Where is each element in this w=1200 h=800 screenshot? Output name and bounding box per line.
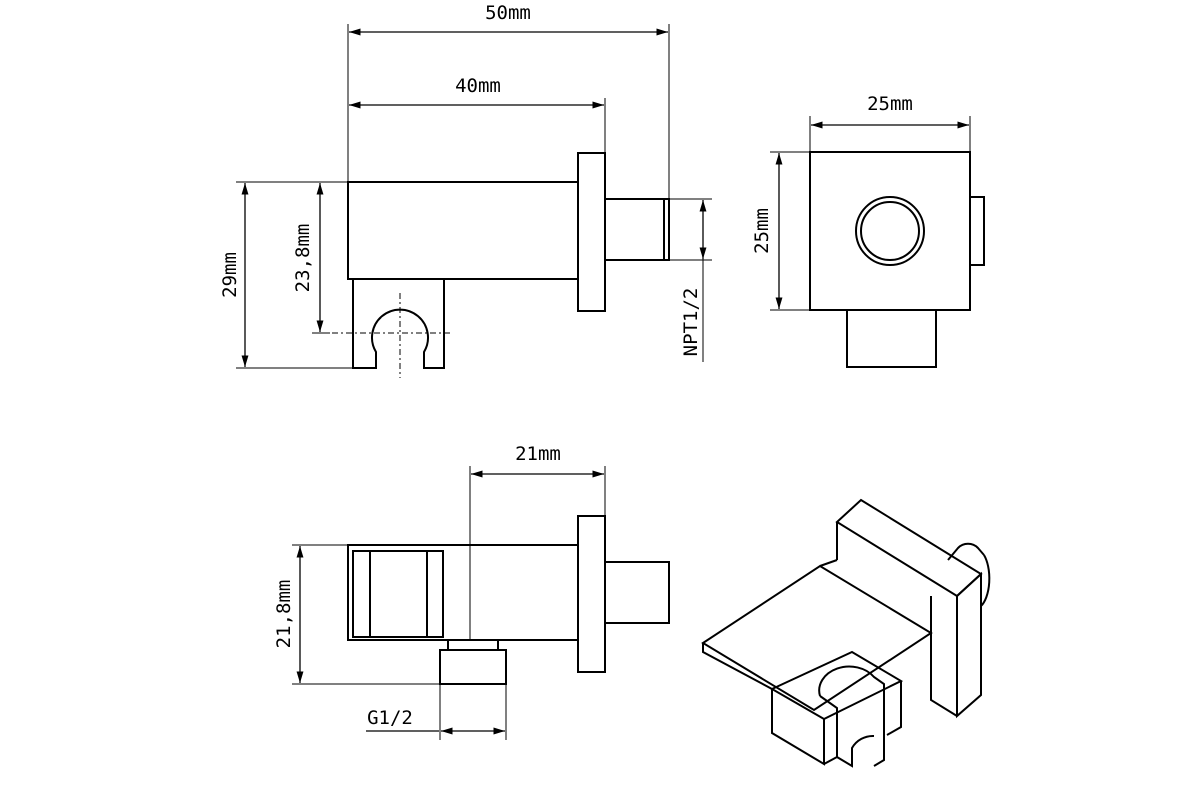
iso-holder-right [886, 681, 902, 736]
dimension-25mm-height: 25mm [751, 151, 810, 311]
front-body [347, 181, 579, 280]
bottom-outlet-ring [447, 639, 499, 651]
dimension-g12: G1/2 [366, 684, 507, 740]
dimension-25mm-width: 25mm [809, 93, 971, 152]
bottom-outlet-nut [439, 649, 507, 685]
side-body [809, 151, 971, 311]
side-holder [846, 309, 937, 368]
iso-holder-slot-inner [819, 695, 875, 768]
side-outlet-inner [860, 201, 920, 261]
bottom-pipe [604, 561, 670, 624]
side-outlet-outer [855, 196, 925, 266]
bottom-flange [577, 515, 606, 673]
dim-npt-label: NPT1/2 [680, 288, 702, 357]
bottom-holder-outer [352, 550, 444, 638]
iso-knob-rim [980, 554, 991, 607]
front-pipe [604, 198, 670, 261]
dimension-40mm: 40mm [349, 75, 606, 153]
dim-25w-label: 25mm [867, 93, 913, 115]
bottom-view [347, 515, 670, 685]
front-holder [352, 279, 445, 369]
dimension-npt: NPT1/2 [669, 198, 712, 362]
dim-25h-label: 25mm [751, 208, 773, 254]
dim-21-label: 21mm [515, 443, 561, 465]
dimension-50mm: 50mm [347, 2, 670, 199]
dimension-29mm: 29mm [219, 181, 353, 369]
dimension-21mm: 21mm [469, 443, 606, 640]
isometric-view [701, 498, 991, 768]
dim-21-8-label: 21,8mm [273, 580, 295, 649]
dim-50-label: 50mm [485, 2, 531, 24]
dim-23-8-label: 23,8mm [292, 224, 314, 293]
dim-40-label: 40mm [455, 75, 501, 97]
bottom-body [347, 544, 579, 641]
iso-body-top [701, 564, 933, 712]
iso-plate-front-edge [930, 596, 958, 717]
dim-29-label: 29mm [219, 252, 241, 298]
side-view [809, 151, 985, 368]
dimension-23-8mm: 23,8mm [292, 183, 330, 334]
front-flange [577, 152, 606, 312]
iso-knob-top [947, 542, 985, 561]
iso-holder-bottom [823, 756, 838, 765]
iso-body-back-edge [819, 559, 838, 567]
dimension-21-8mm: 21,8mm [273, 544, 440, 685]
iso-holder-front [771, 689, 825, 766]
iso-body-front-edge [702, 643, 773, 690]
dim-g-label: G1/2 [367, 707, 413, 729]
side-knob [969, 196, 985, 266]
iso-holder-slot [818, 665, 885, 767]
front-view [318, 152, 670, 378]
iso-plate-side [956, 571, 982, 719]
